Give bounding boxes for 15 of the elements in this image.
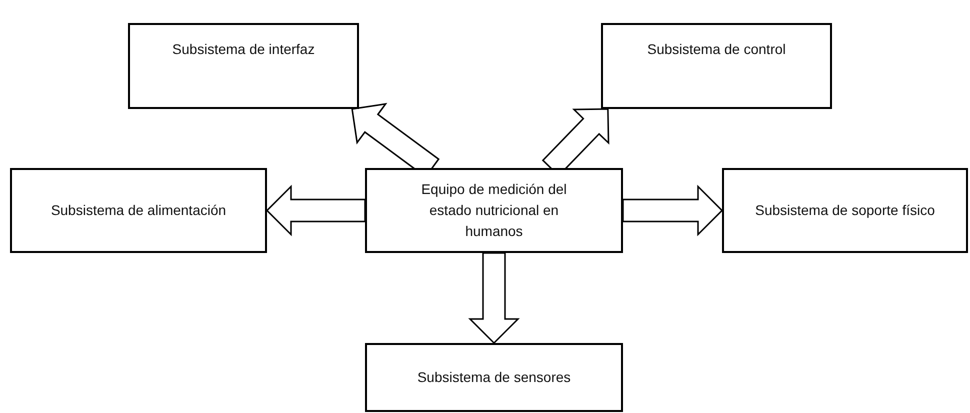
block-arrow [266, 184, 366, 236]
process-box [722, 168, 968, 253]
box-label: Subsistema de interfaz [172, 40, 315, 59]
box-label: Subsistema de sensores [417, 368, 571, 387]
process-box [365, 343, 623, 412]
box-label: Subsistema de alimentación [50, 201, 226, 220]
process-box [601, 23, 832, 109]
block-arrow [468, 252, 520, 344]
box-label: Equipo de medición del estado nutricional en humanos [420, 180, 568, 241]
process-box [128, 23, 359, 109]
block-arrow [622, 184, 724, 236]
box-label: Subsistema de soporte físico [755, 201, 935, 220]
box-label: Subsistema de control [647, 40, 786, 59]
process-box [365, 168, 623, 253]
process-box [10, 168, 267, 253]
